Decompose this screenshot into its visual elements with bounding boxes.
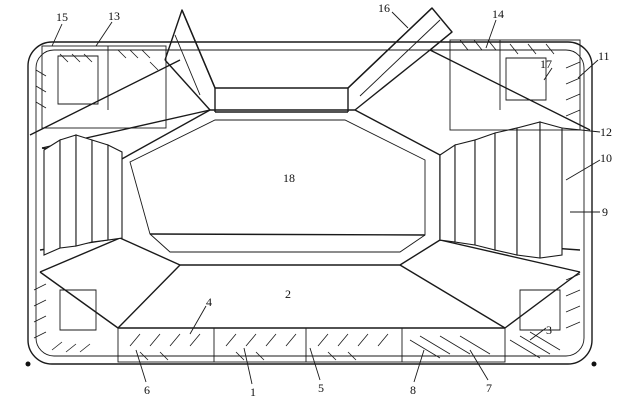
label-15: 15 [56, 10, 68, 24]
label-4: 4 [206, 295, 212, 309]
label-6: 6 [144, 383, 150, 397]
bottom-right-cell [509, 273, 581, 359]
label-16: 16 [378, 1, 390, 15]
label-17: 17 [540, 57, 552, 71]
label-11: 11 [598, 49, 610, 63]
bottom-module-row [117, 327, 506, 363]
label-10: 10 [600, 151, 612, 165]
top-left-cell [35, 45, 167, 129]
left-fin-stack [43, 134, 123, 256]
label-3: 3 [546, 323, 552, 337]
outer-frame [27, 41, 593, 365]
label-12: 12 [600, 125, 612, 139]
top-hood [164, 7, 453, 113]
bottom-left-cell [33, 283, 97, 353]
label-8: 8 [410, 383, 416, 397]
label-2: 2 [285, 287, 291, 301]
bolt-bottom-right [591, 361, 597, 367]
right-fin-stack [439, 121, 563, 259]
bottom-funnel [39, 237, 581, 329]
inner-frame [35, 49, 585, 357]
leader-lines [51, 11, 601, 385]
top-right-cell [449, 39, 581, 131]
central-chamber [119, 109, 441, 266]
label-1: 1 [250, 385, 256, 399]
bolt-bottom-left [25, 361, 31, 367]
label-13: 13 [108, 9, 120, 23]
label-7: 7 [486, 381, 492, 395]
label-5: 5 [318, 381, 324, 395]
label-9: 9 [602, 205, 608, 219]
label-14: 14 [492, 7, 504, 21]
label-18: 18 [283, 171, 295, 185]
